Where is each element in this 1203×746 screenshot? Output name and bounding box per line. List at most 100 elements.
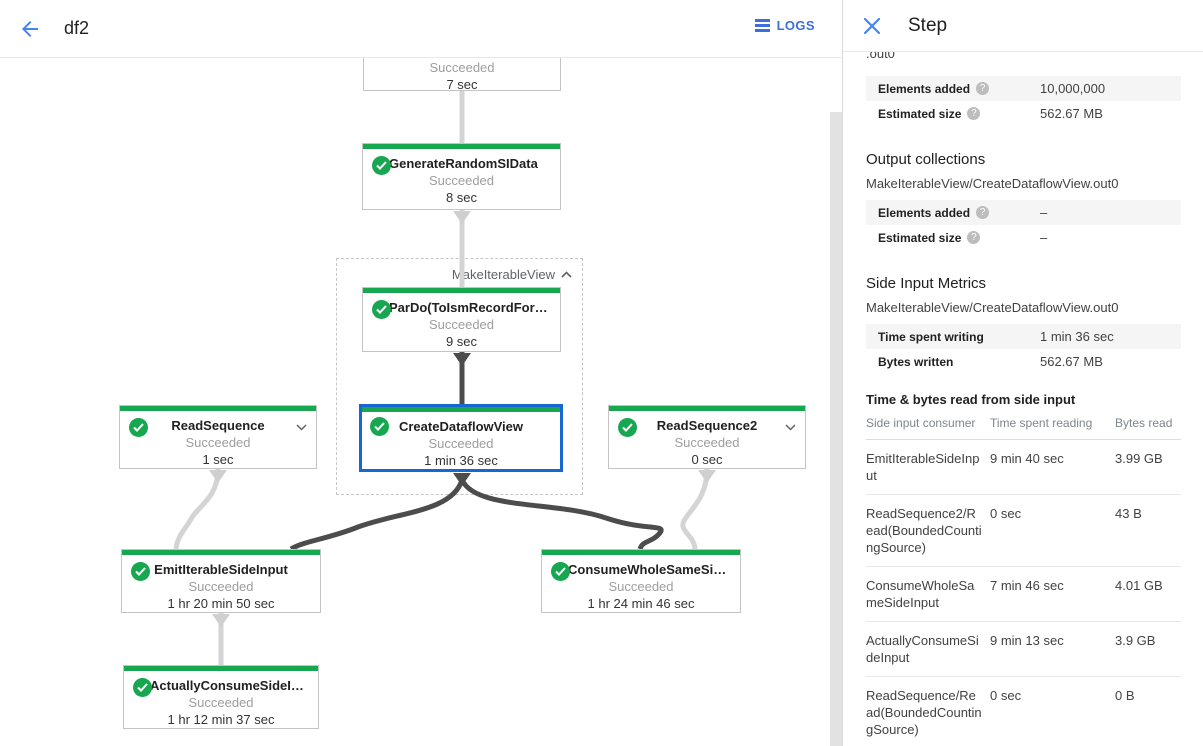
success-check-icon bbox=[133, 678, 152, 697]
step-duration: 1 hr 12 min 37 sec bbox=[167, 712, 275, 727]
success-check-icon bbox=[372, 300, 391, 319]
metric-label: Estimated size bbox=[878, 106, 962, 121]
table-cell-time: 9 min 13 sec bbox=[990, 622, 1115, 677]
metric-label: Elements added bbox=[878, 81, 971, 96]
step-duration: 1 hr 20 min 50 sec bbox=[167, 596, 275, 611]
success-check-icon bbox=[370, 417, 389, 436]
metric-row: Bytes written 562.67 MB bbox=[866, 349, 1181, 374]
chevron-down-icon[interactable] bbox=[296, 418, 308, 431]
table-cell-time: 0 sec bbox=[990, 495, 1115, 567]
success-check-icon bbox=[131, 562, 150, 581]
step-node-actuallyconsumesideinput[interactable]: ActuallyConsumeSideI… Succeeded 1 hr 12 … bbox=[123, 665, 319, 729]
step-node-createdataflowview-selected[interactable]: CreateDataflowView Succeeded 1 min 36 se… bbox=[359, 404, 563, 472]
step-status: Succeeded bbox=[608, 579, 674, 594]
step-title: ConsumeWholeSameSi… bbox=[568, 562, 727, 577]
step-node-pardo-toismrecord[interactable]: ParDo(ToIsmRecordFor… Succeeded 9 sec bbox=[362, 287, 561, 352]
step-status: Succeeded bbox=[185, 435, 251, 450]
panel-title: Step bbox=[908, 14, 948, 36]
help-icon[interactable] bbox=[976, 206, 990, 219]
step-details-body: .out0 Elements added 10,000,000 Estimate… bbox=[843, 0, 1203, 746]
step-node-emititerablesideinput[interactable]: EmitIterableSideInput Succeeded 1 hr 20 … bbox=[121, 549, 321, 613]
column-header: Time spent reading bbox=[990, 412, 1115, 440]
step-status: Succeeded bbox=[428, 317, 495, 332]
step-status: Succeeded bbox=[428, 436, 494, 451]
top-toolbar: df2 LOGS bbox=[0, 0, 843, 58]
metric-value: – bbox=[1040, 205, 1048, 220]
job-name: df2 bbox=[64, 18, 90, 38]
metric-value: 562.67 MB bbox=[1040, 354, 1103, 369]
metric-value: 562.67 MB bbox=[1040, 106, 1103, 121]
collection-name: MakeIterableView/CreateDataflowView.out0 bbox=[866, 176, 1119, 191]
status-bar bbox=[363, 288, 560, 293]
side-input-table: Side input consumer Time spent reading B… bbox=[866, 412, 1181, 746]
metric-row: Time spent writing 1 min 36 sec bbox=[866, 324, 1181, 349]
status-bar bbox=[609, 406, 805, 411]
status-bar bbox=[362, 407, 560, 412]
status-bar bbox=[542, 550, 740, 555]
chevron-up-icon bbox=[561, 271, 572, 278]
side-input-metrics-heading: Side Input Metrics bbox=[866, 275, 987, 292]
help-icon[interactable] bbox=[976, 82, 990, 95]
table-cell-time: 9 min 40 sec bbox=[990, 440, 1115, 495]
step-node-readsequence2[interactable]: ReadSequence2 Succeeded 0 sec bbox=[608, 405, 806, 469]
step-status: Succeeded bbox=[428, 173, 495, 188]
metric-value: 10,000,000 bbox=[1040, 81, 1106, 96]
metric-row: Estimated size 562.67 MB bbox=[866, 101, 1181, 126]
metric-value: – bbox=[1040, 230, 1048, 245]
success-check-icon bbox=[618, 418, 637, 437]
step-duration: 1 sec bbox=[202, 452, 234, 467]
metric-row: Elements added 10,000,000 bbox=[866, 76, 1181, 101]
table-cell-bytes: 0 B bbox=[1115, 677, 1181, 746]
status-bar bbox=[122, 550, 320, 555]
step-status: Succeeded bbox=[188, 695, 254, 710]
vertical-scrollbar-thumb[interactable] bbox=[830, 112, 842, 746]
step-title: CreateDataflowView bbox=[398, 419, 524, 434]
help-icon[interactable] bbox=[967, 231, 981, 244]
metric-label: Bytes written bbox=[878, 354, 954, 369]
status-bar bbox=[120, 406, 316, 411]
step-details-panel: .out0 Elements added 10,000,000 Estimate… bbox=[843, 0, 1203, 746]
logs-button-label: LOGS bbox=[776, 18, 815, 33]
success-check-icon bbox=[372, 156, 391, 175]
pane-divider bbox=[842, 0, 843, 746]
group-label-text: MakeIterableView bbox=[451, 267, 555, 282]
column-header: Side input consumer bbox=[866, 412, 990, 440]
step-status: Succeeded bbox=[188, 579, 254, 594]
collection-name: MakeIterableView/CreateDataflowView.out0 bbox=[866, 300, 1119, 315]
step-node-consumewholesamesideinput[interactable]: ConsumeWholeSameSi… Succeeded 1 hr 24 mi… bbox=[541, 549, 741, 613]
table-cell-consumer: ActuallyConsumeSideInput bbox=[866, 622, 990, 677]
table-cell-consumer: EmitIterableSideInput bbox=[866, 440, 990, 495]
table-cell-time: 7 min 46 sec bbox=[990, 567, 1115, 622]
table-cell-bytes: 3.9 GB bbox=[1115, 622, 1181, 677]
logs-button[interactable]: LOGS bbox=[754, 18, 815, 33]
step-status: Succeeded bbox=[429, 60, 495, 75]
metric-label: Time spent writing bbox=[878, 329, 984, 344]
table-cell-time: 0 sec bbox=[990, 677, 1115, 746]
help-icon[interactable] bbox=[967, 107, 981, 120]
logs-list-icon bbox=[754, 19, 770, 32]
back-arrow-icon[interactable] bbox=[18, 17, 42, 41]
group-label[interactable]: MakeIterableView bbox=[452, 267, 572, 282]
chevron-down-icon[interactable] bbox=[785, 418, 797, 431]
step-node-generaterandomsidata[interactable]: GenerateRandomSIData Succeeded 8 sec bbox=[362, 143, 561, 210]
step-node-readsequence[interactable]: ReadSequence Succeeded 1 sec bbox=[119, 405, 317, 469]
metric-label: Estimated size bbox=[878, 230, 962, 245]
step-panel-header: Step bbox=[843, 0, 1203, 52]
metric-row: Elements added – bbox=[866, 200, 1181, 225]
metric-row: Estimated size – bbox=[866, 225, 1181, 250]
step-duration: 1 hr 24 min 46 sec bbox=[587, 596, 695, 611]
close-icon[interactable] bbox=[863, 17, 881, 35]
status-bar bbox=[363, 144, 560, 149]
step-duration: 0 sec bbox=[691, 452, 723, 467]
status-bar bbox=[124, 666, 318, 671]
step-duration: 7 sec bbox=[446, 77, 478, 92]
table-cell-consumer: ReadSequence/Read(BoundedCountingSource) bbox=[866, 677, 990, 746]
step-title: ReadSequence bbox=[171, 418, 265, 433]
step-title: ParDo(ToIsmRecordFor… bbox=[389, 300, 548, 315]
output-collections-heading: Output collections bbox=[866, 151, 986, 168]
job-graph-pane[interactable]: MakeIterableView Succeeded 7 sec Generat… bbox=[0, 0, 843, 746]
step-status: Succeeded bbox=[674, 435, 740, 450]
step-title: ActuallyConsumeSideI… bbox=[150, 678, 304, 693]
success-check-icon bbox=[129, 418, 148, 437]
metric-label: Elements added bbox=[878, 205, 971, 220]
